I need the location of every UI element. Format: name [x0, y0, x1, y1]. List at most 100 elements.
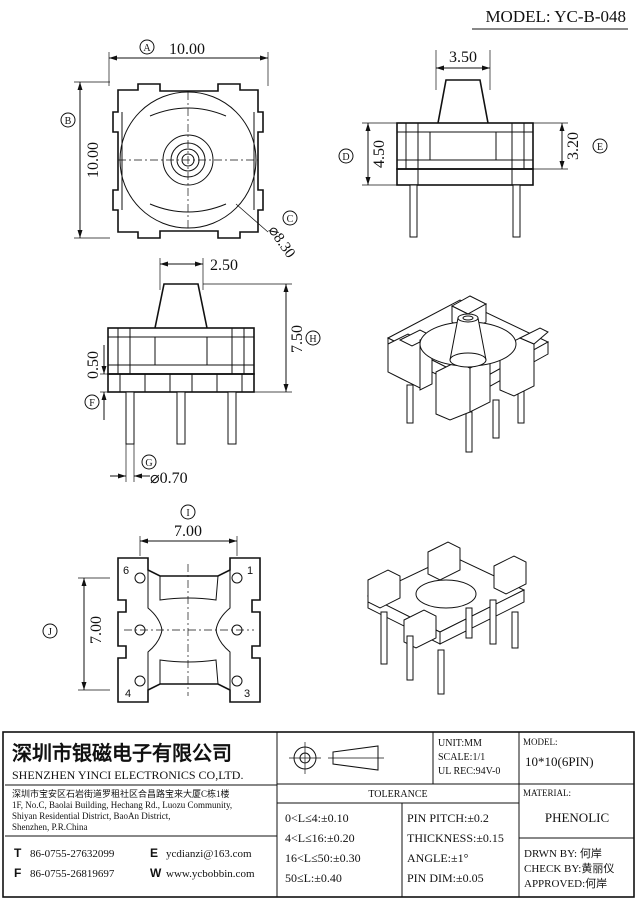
svg-text:C: C	[287, 214, 294, 225]
scale-text: SCALE:1/1	[438, 752, 485, 763]
tel-label: T	[14, 846, 22, 860]
fax-value: 86-0755-26819697	[30, 868, 115, 880]
web-label: W	[150, 866, 162, 880]
svg-text:B: B	[65, 116, 72, 127]
address-en-2: Shiyan Residential District, BaoAn Distr…	[12, 811, 170, 821]
tolerance-thickness: THICKNESS:±0.15	[407, 831, 504, 845]
model-label: MODEL:	[523, 737, 558, 747]
pin-number-4: 4	[125, 688, 131, 700]
address-cn: 深圳市宝安区石岩街道罗租社区合昌路宝来大厦C栋1楼	[12, 788, 230, 799]
email-label: E	[150, 846, 158, 860]
top-view: 10.00 10.00 A B C ⌀8.30	[60, 39, 298, 261]
model-header: MODEL: YC-B-048	[472, 7, 628, 30]
material-value: PHENOLIC	[545, 810, 609, 825]
top-body-outline	[112, 83, 264, 239]
marker-h	[305, 330, 321, 346]
iso-view-bottom	[366, 541, 527, 695]
check-by: CHECK BY:黄丽仪	[524, 861, 614, 875]
svg-text:A: A	[143, 43, 151, 54]
svg-text:D: D	[342, 152, 349, 163]
iso-bottom-pin-4	[465, 607, 473, 639]
top-diameter-label: ⌀8.30	[265, 223, 298, 261]
marker-j	[42, 623, 58, 639]
front-pin-left	[125, 391, 135, 445]
marker-b	[60, 112, 76, 128]
tolerance-pin-pitch: PIN PITCH:±0.2	[407, 811, 489, 825]
side-body	[396, 122, 534, 170]
front-pin-mid	[176, 391, 186, 445]
side-body-height-label: 3.20	[565, 132, 582, 160]
address-en-1: 1F, No.C, Baolai Building, Hechang Rd., …	[12, 800, 232, 810]
svg-text:G: G	[145, 458, 152, 469]
marker-c	[282, 210, 298, 226]
ul-rec-text: UL REC:94V-0	[438, 766, 500, 777]
bottom-pin-hole-6	[134, 572, 146, 584]
iso-view-top	[386, 295, 550, 453]
front-pin-right	[227, 391, 237, 445]
pin-number-6: 6	[123, 565, 129, 577]
svg-text:E: E	[597, 142, 603, 153]
svg-text:H: H	[309, 334, 316, 345]
tolerance-title: TOLERANCE	[368, 789, 427, 800]
model-header-text: MODEL: YC-B-048	[485, 7, 626, 26]
front-view: 2.50 7.50 H	[84, 257, 321, 487]
material-label: MATERIAL:	[523, 788, 571, 798]
iso-bottom-pin-3	[437, 649, 445, 695]
svg-text:F: F	[89, 398, 95, 409]
bottom-outline	[117, 557, 261, 703]
tel-value: 86-0755-27632099	[30, 848, 115, 860]
top-height-label: 10.00	[85, 142, 102, 178]
front-pin-dia-label: ⌀0.70	[150, 470, 188, 487]
side-height-label: 4.50	[371, 140, 388, 168]
marker-g	[141, 454, 157, 470]
bottom-pin-hole-1	[231, 572, 243, 584]
side-view-right: 3.50 4.50 D 3.20 E	[338, 49, 608, 238]
tolerance-1: 0<L≤4:±0.10	[285, 811, 349, 825]
bottom-pin-hole-3	[231, 675, 243, 687]
svg-text:I: I	[186, 508, 189, 519]
web-value: www.ycbobbin.com	[166, 868, 255, 880]
approved-by: APPROVED:何岸	[524, 877, 607, 890]
side-pin-right	[512, 184, 521, 238]
marker-d	[338, 148, 354, 164]
tolerance-4: 50≤L:±0.40	[285, 871, 342, 885]
iso-bottom-pin-5	[489, 599, 497, 645]
iso-bottom-pin-6	[511, 611, 519, 649]
front-post	[154, 283, 208, 329]
front-total-height-label: 7.50	[289, 325, 306, 353]
fax-label: F	[14, 866, 21, 880]
iso-top-pin-3	[492, 399, 500, 439]
marker-f	[84, 394, 100, 410]
tolerance-pin-dim: PIN DIM:±0.05	[407, 871, 484, 885]
projection-symbol-icon	[289, 742, 384, 774]
marker-a	[139, 39, 155, 55]
svg-text:J: J	[48, 627, 52, 638]
company-name-cn: 深圳市银磁电子有限公司	[12, 741, 232, 765]
title-block-frame	[2, 731, 635, 898]
bottom-pin-hole-4	[134, 675, 146, 687]
iso-top-pin-1	[406, 384, 414, 424]
side-pin-left	[409, 184, 418, 238]
front-base-height-label: 0.50	[85, 351, 102, 379]
marker-i	[180, 504, 196, 520]
marker-e	[592, 138, 608, 154]
pin-number-3: 3	[244, 688, 250, 700]
tolerance-3: 16<L≤50:±0.30	[285, 851, 361, 865]
bottom-height-label: 7.00	[88, 616, 105, 644]
bottom-width-label: 7.00	[174, 523, 202, 540]
address-en-3: Shenzhen, P.R.China	[12, 822, 88, 832]
unit-text: UNIT:MM	[438, 738, 482, 749]
company-name-en: SHENZHEN YINCI ELECTRONICS CO,LTD.	[12, 768, 243, 782]
email-value: ycdianzi@163.com	[166, 848, 252, 860]
tolerance-angle: ANGLE:±1°	[407, 851, 469, 865]
tolerance-2: 4<L≤16:±0.20	[285, 831, 355, 845]
front-top-width-label: 2.50	[210, 257, 238, 274]
pin-number-1: 1	[247, 565, 253, 577]
iso-bottom-pin-1	[380, 611, 388, 665]
drawn-by: DRWN BY: 何岸	[524, 847, 602, 860]
side-top-width-label: 3.50	[449, 49, 477, 66]
title-block: 深圳市银磁电子有限公司 SHENZHEN YINCI ELECTRONICS C…	[2, 731, 635, 898]
iso-top-pin-2	[465, 411, 473, 453]
